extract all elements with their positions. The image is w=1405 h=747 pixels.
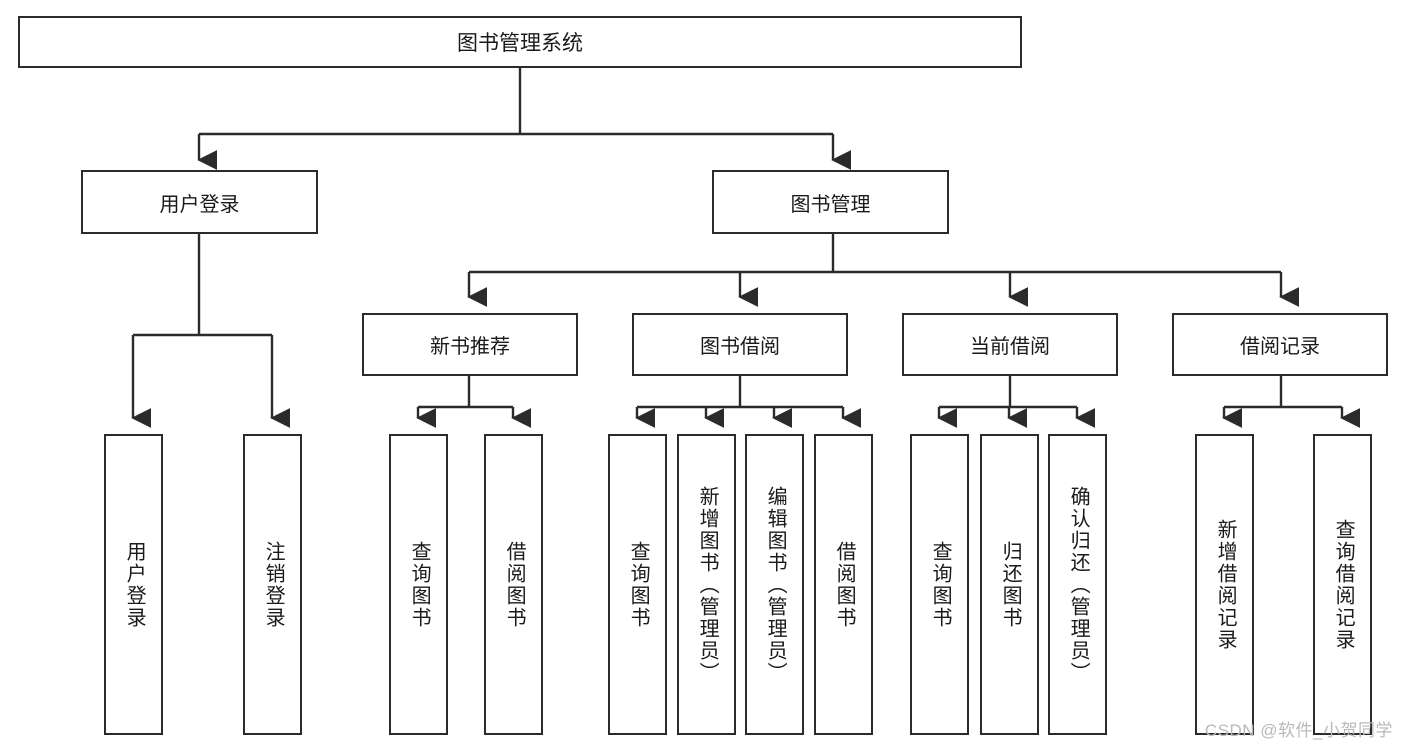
node-new-book-rec-label: 新书推荐 xyxy=(430,336,510,358)
node-leaf-borrow-book-1[interactable]: 借阅图书 xyxy=(484,434,543,735)
node-root-label: 图书管理系统 xyxy=(457,32,583,55)
node-leaf-query-record[interactable]: 查询借阅记录 xyxy=(1313,434,1372,735)
node-leaf-user-login[interactable]: 用户登录 xyxy=(104,434,163,735)
node-book-borrow[interactable]: 图书借阅 xyxy=(632,313,848,376)
node-leaf-borrow-book-1-label: 借阅图书 xyxy=(503,540,526,629)
node-leaf-query-book-3-label: 查询图书 xyxy=(929,540,952,629)
node-root[interactable]: 图书管理系统 xyxy=(18,16,1022,68)
node-leaf-borrow-book-2[interactable]: 借阅图书 xyxy=(814,434,873,735)
node-user-login[interactable]: 用户登录 xyxy=(81,170,318,234)
node-leaf-query-book-2[interactable]: 查询图书 xyxy=(608,434,667,735)
node-leaf-logout-label: 注销登录 xyxy=(262,540,285,629)
node-leaf-borrow-book-2-label: 借阅图书 xyxy=(833,540,856,629)
node-leaf-confirm-return[interactable]: 确认归还（管理员） xyxy=(1048,434,1107,735)
node-leaf-query-book-1[interactable]: 查询图书 xyxy=(389,434,448,735)
node-leaf-user-login-label: 用户登录 xyxy=(123,540,146,629)
node-leaf-edit-book[interactable]: 编辑图书（管理员） xyxy=(745,434,804,735)
node-leaf-logout[interactable]: 注销登录 xyxy=(243,434,302,735)
node-leaf-add-record[interactable]: 新增借阅记录 xyxy=(1195,434,1254,735)
node-leaf-return-book[interactable]: 归还图书 xyxy=(980,434,1039,735)
node-current-borrow-label: 当前借阅 xyxy=(970,336,1050,358)
watermark: CSDN @软件_小贺同学 xyxy=(1204,721,1393,740)
node-new-book-rec[interactable]: 新书推荐 xyxy=(362,313,578,376)
node-leaf-add-book[interactable]: 新增图书（管理员） xyxy=(677,434,736,735)
node-leaf-query-book-1-label: 查询图书 xyxy=(408,540,431,629)
node-leaf-query-book-2-label: 查询图书 xyxy=(627,540,650,629)
node-book-manage-label: 图书管理 xyxy=(790,193,871,216)
node-leaf-query-record-label: 查询借阅记录 xyxy=(1332,518,1355,651)
node-leaf-add-record-label: 新增借阅记录 xyxy=(1214,518,1237,651)
node-leaf-add-book-label: 新增图书（管理员） xyxy=(696,485,719,684)
node-leaf-confirm-return-label: 确认归还（管理员） xyxy=(1067,485,1090,684)
node-borrow-record[interactable]: 借阅记录 xyxy=(1172,313,1388,376)
node-current-borrow[interactable]: 当前借阅 xyxy=(902,313,1118,376)
node-book-borrow-label: 图书借阅 xyxy=(700,336,780,358)
node-leaf-edit-book-label: 编辑图书（管理员） xyxy=(764,485,787,684)
node-borrow-record-label: 借阅记录 xyxy=(1240,336,1320,358)
node-user-login-label: 用户登录 xyxy=(159,193,240,216)
node-leaf-query-book-3[interactable]: 查询图书 xyxy=(910,434,969,735)
node-leaf-return-book-label: 归还图书 xyxy=(999,540,1022,629)
node-book-manage[interactable]: 图书管理 xyxy=(712,170,949,234)
